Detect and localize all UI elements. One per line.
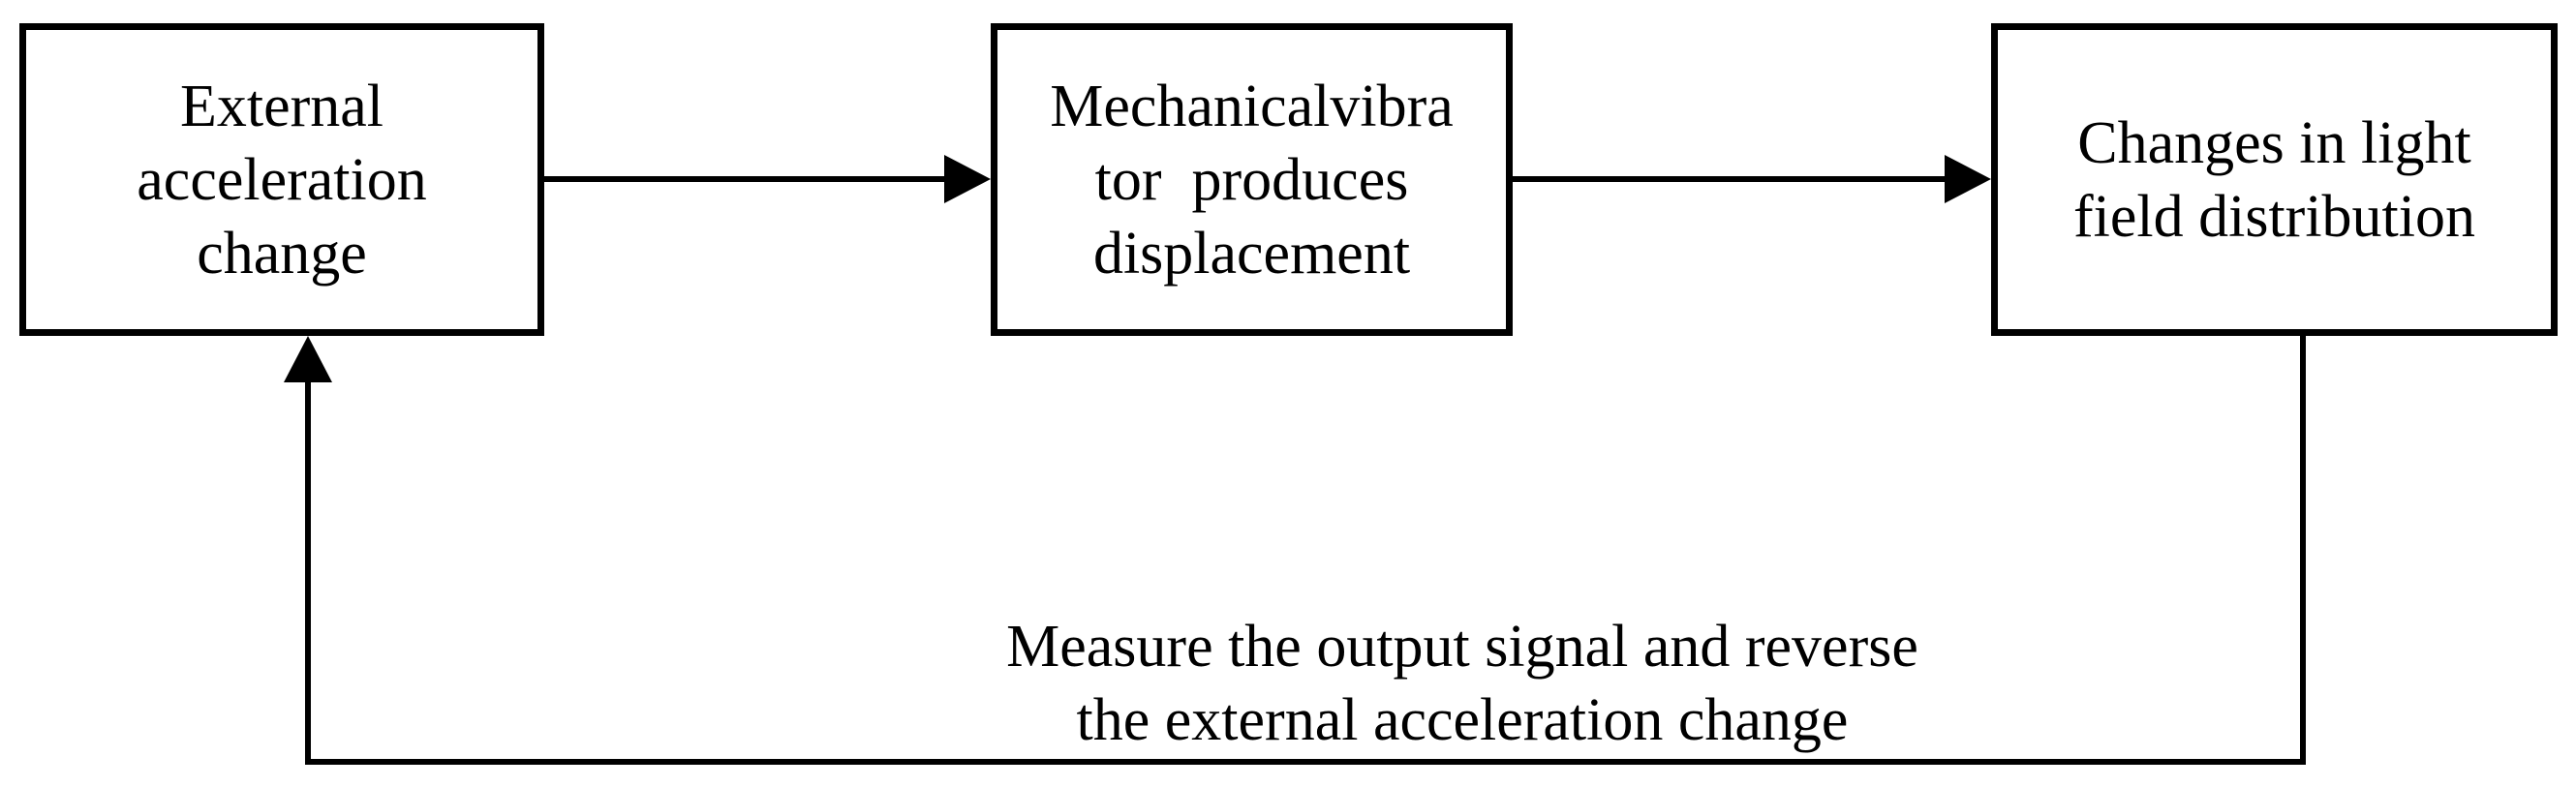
box-line: Changes in light bbox=[2077, 109, 2471, 176]
box-line: acceleration bbox=[137, 146, 427, 213]
light-field-distribution-label: Changes in light field distribution bbox=[2023, 106, 2527, 254]
external-acceleration-label: External acceleration change bbox=[49, 70, 514, 290]
box-line: Mechanicalvibra bbox=[1050, 73, 1454, 139]
feedback-arrow-loop bbox=[284, 336, 2306, 765]
mechanical-vibrator-box: Mechanicalvibra tor produces displacemen… bbox=[991, 23, 1513, 336]
box-line: tor produces bbox=[1094, 146, 1409, 213]
box-line: External bbox=[179, 73, 383, 139]
light-field-distribution-box: Changes in light field distribution bbox=[1991, 23, 2558, 336]
external-acceleration-box: External acceleration change bbox=[19, 23, 544, 336]
feedback-label: Measure the output signal and reverse th… bbox=[736, 610, 2189, 757]
box-line: change bbox=[197, 220, 367, 287]
arrow-external-to-vibrator bbox=[544, 155, 991, 203]
box-line: field distribution bbox=[2072, 183, 2476, 250]
box-line: displacement bbox=[1092, 220, 1411, 287]
mechanical-vibrator-label: Mechanicalvibra tor produces displacemen… bbox=[1015, 70, 1489, 290]
arrow-vibrator-to-light-field bbox=[1513, 155, 1991, 203]
feedback-line: Measure the output signal and reverse bbox=[1006, 614, 1918, 680]
feedback-line: the external acceleration change bbox=[1076, 687, 1849, 753]
